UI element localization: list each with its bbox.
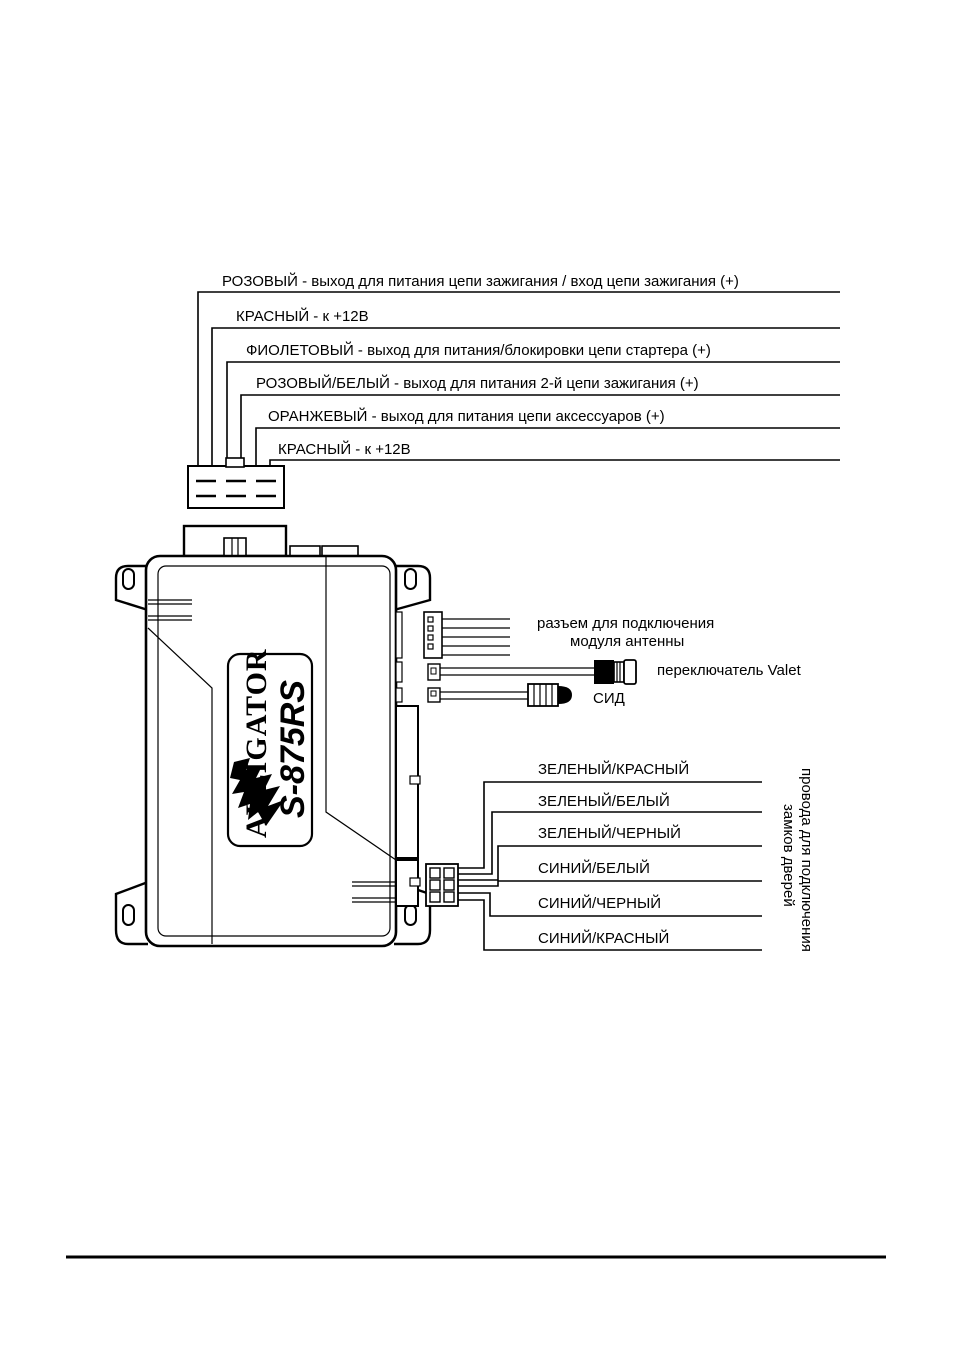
antenna-label-line1: разъем для подключения [537,615,714,632]
wire-pink-white [240,394,840,460]
wire-violet [226,361,840,460]
ignition-harness: РОЗОВЫЙ - выход для питания цепи зажиган… [187,272,840,509]
ignition-wire-label-3: ФИОЛЕТОВЫЙ - выход для питания/блокировк… [246,341,711,359]
wire-green-black [458,845,762,881]
logo-model: S-875RS [274,680,312,818]
door-lock-harness: ЗЕЛЕНЫЙ/КРАСНЫЙ ЗЕЛЕНЫЙ/БЕЛЫЙ ЗЕЛЕНЫЙ/ЧЕ… [425,760,815,952]
mount-ear-bottom-left [114,880,149,946]
ignition-wire-label-5: ОРАНЖЕВЫЙ - выход для питания цепи аксес… [268,407,665,425]
alarm-unit: ALLIGATOR S-875RS [114,524,432,948]
wire-blue-black [458,892,762,917]
valet-label: переключатель Valet [657,662,802,679]
mount-ear-bottom-right [393,880,432,946]
ignition-wire-label-6: КРАСНЫЙ - к +12В [278,440,411,458]
mount-ear-top-right [393,564,432,612]
door-wire-label-6: СИНИЙ/КРАСНЫЙ [538,929,669,947]
wire-blue-white [458,880,762,887]
door-lock-caption-line1: провода для подключения [798,768,815,952]
ignition-wire-label-2: КРАСНЫЙ - к +12В [236,307,369,325]
door-wire-label-2: ЗЕЛЕНЫЙ/БЕЛЫЙ [538,792,670,810]
led-label: СИД [593,690,625,707]
door-wire-label-3: ЗЕЛЕНЫЙ/ЧЕРНЫЙ [538,824,681,842]
door-wire-label-1: ЗЕЛЕНЫЙ/КРАСНЫЙ [538,760,689,778]
valet-switch: переключатель Valet [427,659,802,685]
ignition-connector [187,465,285,509]
door-lock-caption-line2: замков дверей [780,804,797,907]
antenna-connector: разъем для подключения модуля антенны [423,611,714,659]
logo-emblem [230,758,284,826]
antenna-label-line2: модуля антенны [570,633,684,650]
wire-blue-red [458,899,762,951]
ignition-wire-label-4: РОЗОВЫЙ/БЕЛЫЙ - выход для питания 2-й це… [256,374,699,392]
door-wire-label-4: СИНИЙ/БЕЛЫЙ [538,859,650,877]
wire-orange [255,427,840,466]
mount-ear-top-left [114,564,149,612]
led-indicator: СИД [427,683,625,707]
wire-red-2 [269,459,840,466]
wire-red-1 [211,327,840,466]
door-wire-label-5: СИНИЙ/ЧЕРНЫЙ [538,894,661,912]
wire-green-white [458,811,762,875]
wire-pink [197,291,840,466]
wire-green-red [458,781,762,869]
ignition-wire-label-1: РОЗОВЫЙ - выход для питания цепи зажиган… [222,272,739,290]
